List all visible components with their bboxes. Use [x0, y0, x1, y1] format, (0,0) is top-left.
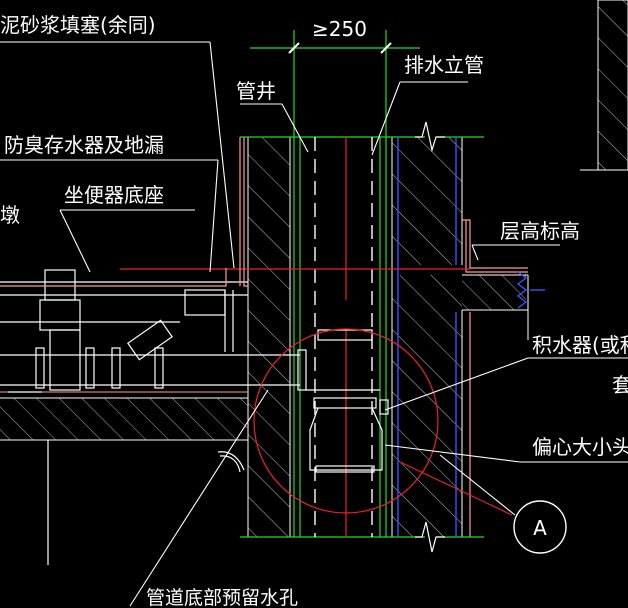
top-right-wall	[580, 0, 628, 171]
detail-circle	[253, 328, 439, 514]
leader-lines	[0, 41, 628, 607]
label-toilet-base: 坐便器底座	[64, 183, 164, 207]
shaft-right-wall	[391, 137, 463, 537]
label-water-collector: 积水器(或积	[532, 333, 628, 357]
label-odor-trap: 防臭存水器及地漏	[4, 133, 164, 157]
label-pipe-hole: 管道底部预留水孔	[146, 587, 298, 608]
pipe-dashed-lines	[314, 137, 373, 537]
blue-lines	[397, 137, 545, 537]
dimension-ticks	[288, 42, 392, 54]
pink-fixture	[0, 137, 248, 287]
label-eccentric-reducer: 偏心大小头调节	[532, 435, 628, 459]
label-pipe-shaft: 管井	[236, 79, 276, 103]
red-centerline	[120, 137, 470, 537]
right-pink-finish	[462, 219, 528, 537]
label-mortar-fill: 泥砂浆填塞(余同)	[0, 13, 156, 37]
right-floor-slab	[462, 274, 529, 340]
label-right-edge-char: 套	[612, 373, 628, 397]
label-left-edge-char: 墩	[0, 203, 20, 227]
red-leader	[399, 461, 513, 516]
svg-text:A: A	[533, 516, 547, 540]
shaft-left-wall	[247, 137, 291, 537]
label-floor-level: 层高标高	[500, 219, 580, 243]
break-marks	[415, 121, 445, 553]
shaft-fittings	[306, 329, 389, 473]
drip-symbol	[217, 451, 245, 473]
detail-marker[interactable]: A	[513, 500, 567, 554]
left-floor-slab	[0, 391, 248, 441]
label-drain-stack: 排水立管	[404, 53, 484, 77]
fixture-lines	[0, 269, 307, 565]
label-dimension: ≥250	[312, 17, 367, 41]
